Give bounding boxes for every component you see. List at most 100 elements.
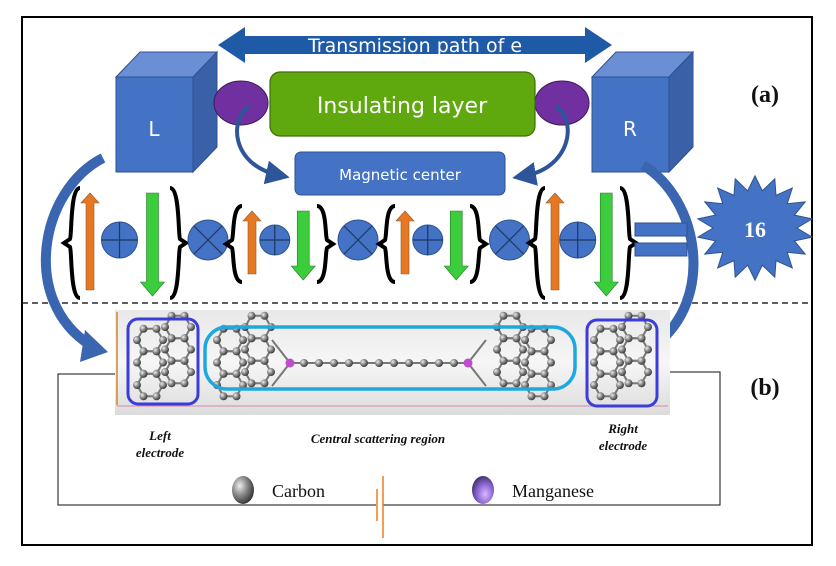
left-magnetic-atom <box>213 80 269 126</box>
carbon-atom <box>219 369 228 378</box>
carbon-atom <box>247 311 256 320</box>
carbon-atom <box>616 358 624 367</box>
carbon-atom <box>167 379 176 388</box>
molecule-structure <box>133 311 652 401</box>
right-brace <box>618 186 640 300</box>
carbon-atom <box>499 311 508 320</box>
carbon-atom <box>239 336 247 344</box>
insulating-layer <box>269 71 536 137</box>
spin-up-arrow <box>545 192 565 291</box>
carbon-atom <box>161 345 169 354</box>
carbon-atom <box>360 359 368 367</box>
bond <box>271 362 291 387</box>
carbon-atom <box>596 324 605 333</box>
carbon-atom <box>219 347 228 356</box>
carbon-atom <box>152 392 161 401</box>
carbon-atom <box>637 379 646 388</box>
carbon-atom <box>161 323 169 331</box>
carbon-atom <box>527 392 536 401</box>
spin-down-arrow <box>593 192 619 297</box>
spin-down-arrow <box>443 210 469 281</box>
carbon-atom <box>152 324 161 333</box>
carbon-atom <box>590 336 598 344</box>
carbon-atom <box>180 334 189 343</box>
spin-down-arrow <box>290 210 316 281</box>
carbon-atom <box>547 336 555 344</box>
manganese-atom <box>285 358 295 368</box>
manganese-atom <box>463 358 473 368</box>
right-electrode-letter: R <box>623 117 637 141</box>
carbon-atom <box>139 347 148 356</box>
carbon-atom <box>624 311 633 320</box>
spin-down-arrow <box>139 192 166 297</box>
carbon-atom <box>596 369 605 378</box>
carbon-atom <box>499 334 508 343</box>
carbon-atom <box>161 368 169 377</box>
panel-b-label: (b) <box>750 375 779 401</box>
left-electrode-frame <box>126 317 200 406</box>
carbon-atom <box>521 336 529 344</box>
carbon-atom <box>521 381 529 390</box>
left-curve-arrow <box>235 104 290 185</box>
carbon-atom <box>330 359 338 367</box>
result-starburst <box>696 174 814 282</box>
right-big-arrow <box>640 160 699 349</box>
carbon-atom <box>637 311 646 320</box>
carbon-atom <box>596 392 605 401</box>
carbon-atom <box>159 358 167 367</box>
circuit-wire-right <box>383 371 721 506</box>
carbon-atom <box>590 381 598 390</box>
result-value: 16 <box>744 217 766 242</box>
carbon-atom <box>540 392 549 401</box>
carbon-atom <box>139 392 148 401</box>
carbon-atom <box>260 379 269 388</box>
carbon-atom <box>499 356 508 365</box>
carbon-atom <box>618 345 626 354</box>
spin-up-arrow <box>80 192 100 291</box>
carbon-atom <box>180 356 189 365</box>
left-electrode-caption-line2: electrode <box>136 445 185 460</box>
carbon-atom <box>435 359 443 367</box>
carbon-atom <box>618 368 626 377</box>
right-curve-arrow <box>512 104 570 186</box>
carbon-atom <box>450 359 458 367</box>
carbon-atom <box>512 334 521 343</box>
carbon-atom <box>609 369 618 378</box>
carbon-atom <box>180 379 189 388</box>
carbon-atom <box>133 381 141 390</box>
left-big-arrow <box>41 153 106 350</box>
carbon-atom <box>547 358 555 367</box>
carbon-atom <box>345 359 353 367</box>
carbon-atom <box>519 368 527 377</box>
carbon-atom <box>527 347 536 356</box>
right-brace <box>469 204 490 284</box>
carbon-atom <box>499 379 508 388</box>
carbon-atom <box>512 356 521 365</box>
equals-bar-top <box>634 222 688 237</box>
magnetic-center-box <box>294 151 506 196</box>
carbon-atom <box>596 347 605 356</box>
carbon-atom <box>239 381 247 390</box>
carbon-atom <box>139 369 148 378</box>
left-electrode-caption-line1: Left <box>148 428 171 443</box>
carbon-atom <box>405 359 413 367</box>
carbon-atom <box>493 368 501 377</box>
left-big-arrowhead <box>80 330 108 362</box>
carbon-atom <box>267 345 275 354</box>
carbon-atom <box>512 379 521 388</box>
carbon-atom <box>519 345 527 354</box>
carbon-atom <box>152 347 161 356</box>
carbon-atom <box>187 368 195 377</box>
right-electrode-caption-line1: Right <box>607 421 638 436</box>
right-electrode-caption-line2: electrode <box>599 438 648 453</box>
right-electrode-frame <box>585 318 659 408</box>
spin-up-arrow <box>395 210 415 275</box>
carbon-legend-icon <box>232 476 254 504</box>
carbon-atom <box>644 368 652 377</box>
carbon-atom <box>618 323 626 331</box>
carbon-atom <box>512 311 521 320</box>
carbon-atom <box>315 359 323 367</box>
right-magnetic-atom <box>534 80 590 126</box>
carbon-atom <box>527 369 536 378</box>
